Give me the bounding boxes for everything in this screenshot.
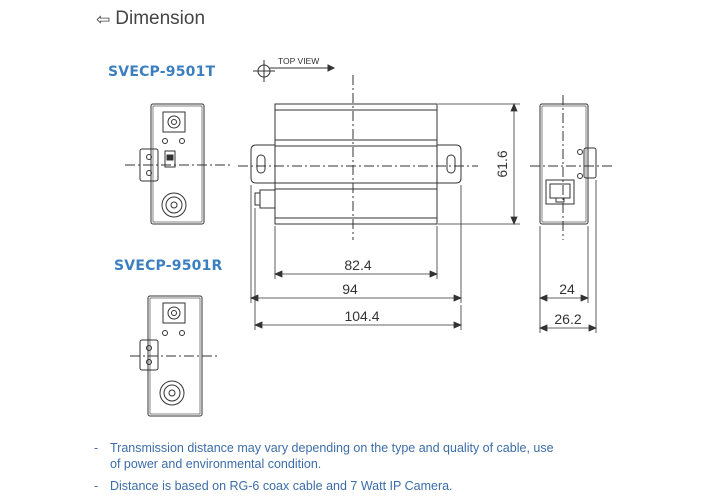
note-1-line-2: of power and environmental condition. [110,457,322,471]
height-dimension-value: 61.6 [494,150,510,177]
receiver-front-view [130,295,220,417]
body-length-value: 82.4 [344,257,371,273]
end-view [530,95,612,240]
left-arrow-icon[interactable]: ⇦ [96,9,111,29]
note-transmission-distance: -Transmission distance may vary dependin… [94,440,554,472]
overall-width-value: 26.2 [554,311,581,327]
main-side-view [238,75,478,240]
width-dimensions [538,180,598,333]
bullet-dash-icon: - [94,441,99,455]
note-2-text: Distance is based on RG-6 coax cable and… [110,479,453,493]
height-dimension [438,102,520,226]
transmitter-front-view [125,103,230,225]
length-dimensions [249,185,463,330]
section-header: ⇦ Dimension [96,6,205,32]
section-title: Dimension [115,8,206,29]
note-1-line-1: Transmission distance may vary depending… [110,441,554,455]
transmitter-model-label: SVECP-9501T [108,64,216,80]
receiver-model-label: SVECP-9501R [114,258,223,274]
dimension-drawing: TOP VIEW [125,56,612,417]
note-distance-basis: -Distance is based on RG-6 coax cable an… [94,478,453,494]
top-view-symbol [253,60,336,82]
body-width-value: 24 [559,281,575,297]
flange-length-value: 94 [342,281,358,297]
overall-length-value: 104.4 [344,308,379,324]
bullet-dash-icon: - [94,479,99,493]
top-view-label: TOP VIEW [278,56,319,66]
